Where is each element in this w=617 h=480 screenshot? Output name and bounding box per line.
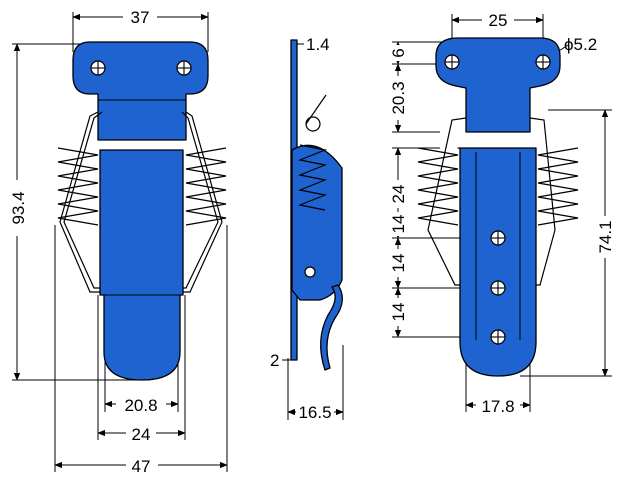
dim-label-14-b: 14 [389, 303, 408, 322]
dim-label-74-1: 74.1 [596, 220, 615, 253]
back-right-spring [537, 147, 579, 226]
back-view: 25 ϕ5.2 6 20.3 24 14 14 14 74.1 17.8 [389, 10, 615, 416]
dim-label-16-5: 16.5 [298, 403, 331, 422]
hinge-wire [305, 94, 327, 125]
hinge-pin [305, 116, 321, 132]
back-hook-body [457, 147, 537, 377]
dim-label-47: 47 [132, 457, 151, 476]
front-top-plate [72, 41, 209, 141]
label-bg [123, 6, 157, 26]
dim-label-14-a: 14 [389, 254, 408, 273]
side-spring [297, 144, 328, 211]
side-body [291, 144, 343, 301]
back-left-spring [417, 147, 459, 226]
label-bg [126, 456, 158, 475]
side-hook-tail [320, 284, 343, 371]
dim-label-37: 37 [131, 8, 150, 27]
dim-label-6: 6 [389, 48, 408, 57]
label-bg [482, 10, 514, 30]
dim-label-diameter: ϕ5.2 [564, 35, 597, 54]
label-bg [389, 298, 407, 326]
label-bg [596, 216, 614, 258]
dim-label-2: 2 [270, 351, 279, 370]
label-bg [304, 34, 338, 54]
dim-label-93-4: 93.4 [9, 191, 28, 224]
label-bg [389, 212, 407, 236]
dim-label-25: 25 [489, 11, 508, 30]
label-bg [296, 402, 334, 421]
label-bg [389, 76, 407, 120]
back-top-plate [435, 37, 561, 133]
side-view: 1.4 2 16.5 [270, 34, 344, 422]
label-bg [389, 45, 407, 61]
front-view: 37 93.4 20.8 24 47 [6, 6, 228, 476]
side-rivet [304, 266, 316, 278]
dim-label-24: 24 [132, 425, 151, 444]
left-spring [57, 147, 99, 226]
dim-label-20-3: 20.3 [389, 81, 408, 114]
dim-label-24: 24 [389, 185, 408, 204]
label-bg [126, 424, 156, 443]
right-spring [185, 147, 227, 226]
dim-label-14-c: 14 [389, 215, 408, 234]
label-bg [476, 396, 520, 415]
label-bg [6, 180, 28, 236]
label-bg [116, 395, 166, 414]
dim-label-20-8: 20.8 [124, 396, 157, 415]
dim-label-17-8: 17.8 [481, 397, 514, 416]
dim-label-1-4: 1.4 [306, 35, 330, 54]
label-bg [389, 249, 407, 277]
front-hook-body [99, 149, 184, 381]
label-bg [389, 180, 407, 208]
